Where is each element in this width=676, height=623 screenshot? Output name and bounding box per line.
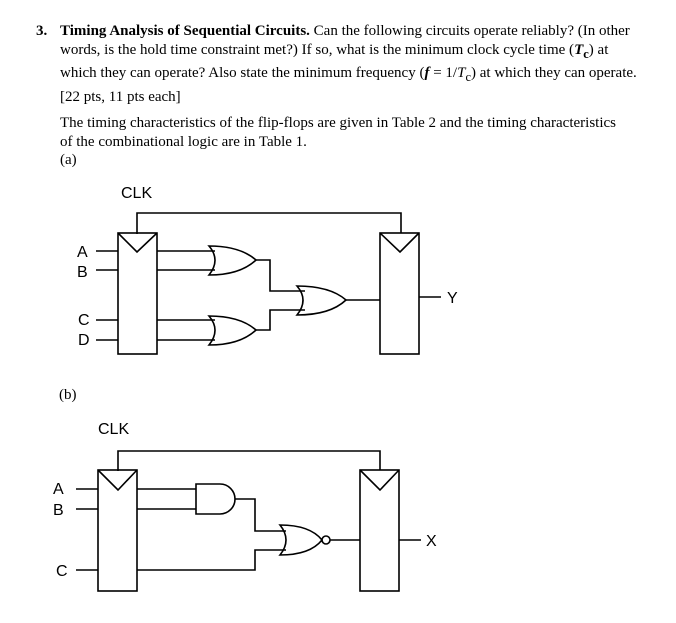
clk-label-a: CLK (121, 185, 152, 202)
problem-statement: Timing Analysis of Sequential Circuits. … (60, 22, 648, 107)
input-a-label: A (77, 244, 88, 261)
tc-symbol: T (574, 42, 584, 59)
clock-triangle-b-right (359, 469, 400, 492)
and-gate-b (195, 483, 236, 515)
wire-and-to-nand (235, 498, 286, 532)
tc-subscript: c (583, 47, 589, 62)
input-d-label: D (78, 332, 90, 349)
ff-output-wires-a (157, 250, 215, 341)
nand-gate-b (278, 524, 324, 556)
problem-text-4: ) at which they can operate. [22 pts, 11… (60, 65, 637, 105)
input-b-b-label: B (53, 502, 64, 519)
tc-subscript-2: c (465, 70, 472, 85)
clk-label-b: CLK (98, 421, 129, 438)
flip-flop-b-left (97, 469, 138, 592)
problem-3: 3. Timing Analysis of Sequential Circuit… (36, 22, 648, 107)
problem-text-2: ) at which they can operate? Also state … (60, 42, 609, 82)
problem-number: 3. (36, 23, 48, 39)
flip-flop-a-right (379, 232, 420, 355)
clock-triangle-a-right (379, 232, 420, 254)
nand-bubble-b (321, 535, 331, 545)
problem-text-1: Can the following circuits operate relia… (60, 23, 630, 59)
circuit-b-diagram (76, 450, 421, 592)
input-b-a-label: A (53, 481, 64, 498)
input-c-label: C (78, 312, 90, 329)
circuit-a-label: (a) (60, 152, 77, 168)
or-gate-a2 (207, 315, 258, 346)
circuit-b-label: (b) (59, 387, 77, 403)
output-x-label: X (426, 533, 437, 550)
or-gate-a3 (295, 285, 348, 316)
timing-note: The timing characteristics of the flip-f… (60, 115, 616, 150)
clk-wire-a (136, 212, 402, 234)
flip-flop-b-right (359, 469, 400, 592)
clk-wire-b (117, 450, 381, 471)
flip-flop-a-left (117, 232, 158, 355)
input-b-label: B (77, 264, 88, 281)
or-gate-a1 (207, 245, 258, 276)
ff-to-and-wires-b (137, 488, 196, 510)
output-y-label: Y (447, 290, 458, 307)
wire-or1-to-or3 (256, 259, 305, 292)
problem-text-3: = 1/ (429, 65, 458, 82)
wire-c-to-nand (137, 549, 286, 571)
clock-triangle-a-left (117, 232, 158, 254)
circuit-a-diagram (96, 212, 441, 355)
tc-symbol-2: T (457, 65, 466, 82)
problem-title: Timing Analysis of Sequential Circuits. (60, 23, 310, 39)
wire-or2-to-or3 (256, 309, 305, 331)
input-b-c-label: C (56, 563, 68, 580)
f-symbol: f (424, 65, 430, 82)
clock-triangle-b-left (97, 469, 138, 492)
input-wires-b (76, 488, 98, 571)
input-wires-a (96, 250, 118, 341)
